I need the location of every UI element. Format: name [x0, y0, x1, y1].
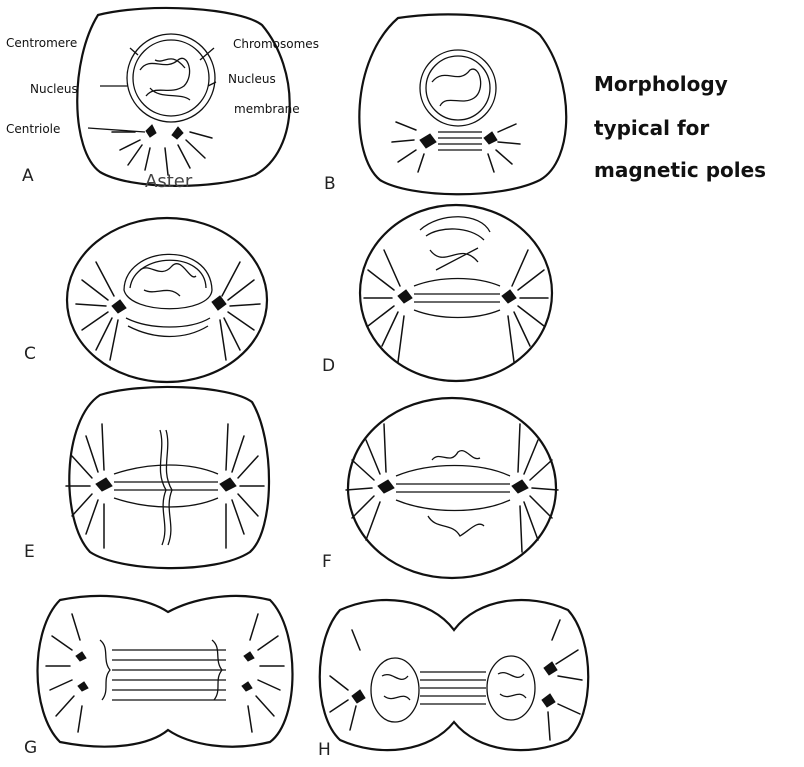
- panel-letter-d: D: [322, 356, 335, 376]
- centromere-label: Centromere: [6, 36, 77, 50]
- heading-line-2: typical for: [594, 116, 709, 140]
- panel-letter-e: E: [24, 542, 35, 562]
- centriole-label: Centriole: [6, 122, 60, 136]
- panel-letter-g: G: [24, 738, 37, 758]
- nucleus-membrane-label-line2: membrane: [234, 102, 300, 116]
- panel-letter-b: B: [324, 174, 336, 194]
- nucleus-label: Nucleus: [30, 82, 78, 96]
- panel-g-cell: [38, 596, 293, 747]
- panel-a-cell: Aster: [77, 8, 289, 192]
- panel-f-cell: [346, 398, 558, 578]
- panel-b-cell: [359, 14, 566, 194]
- panel-letter-c: C: [24, 344, 36, 364]
- panel-e-cell: [66, 387, 269, 568]
- aster-label: Aster: [145, 171, 193, 192]
- nucleus-membrane-label-line1: Nucleus: [228, 72, 276, 86]
- panel-letter-f: F: [322, 552, 332, 572]
- panel-h-cell: [320, 600, 589, 750]
- panel-d-cell: [360, 205, 552, 381]
- heading-line-1: Morphology: [594, 72, 728, 96]
- chromosomes-label: Chromosomes: [233, 37, 319, 51]
- panel-letter-h: H: [318, 740, 331, 760]
- panel-c-cell: [67, 218, 267, 382]
- heading-line-3: magnetic poles: [594, 158, 766, 182]
- panel-letter-a: A: [22, 166, 34, 186]
